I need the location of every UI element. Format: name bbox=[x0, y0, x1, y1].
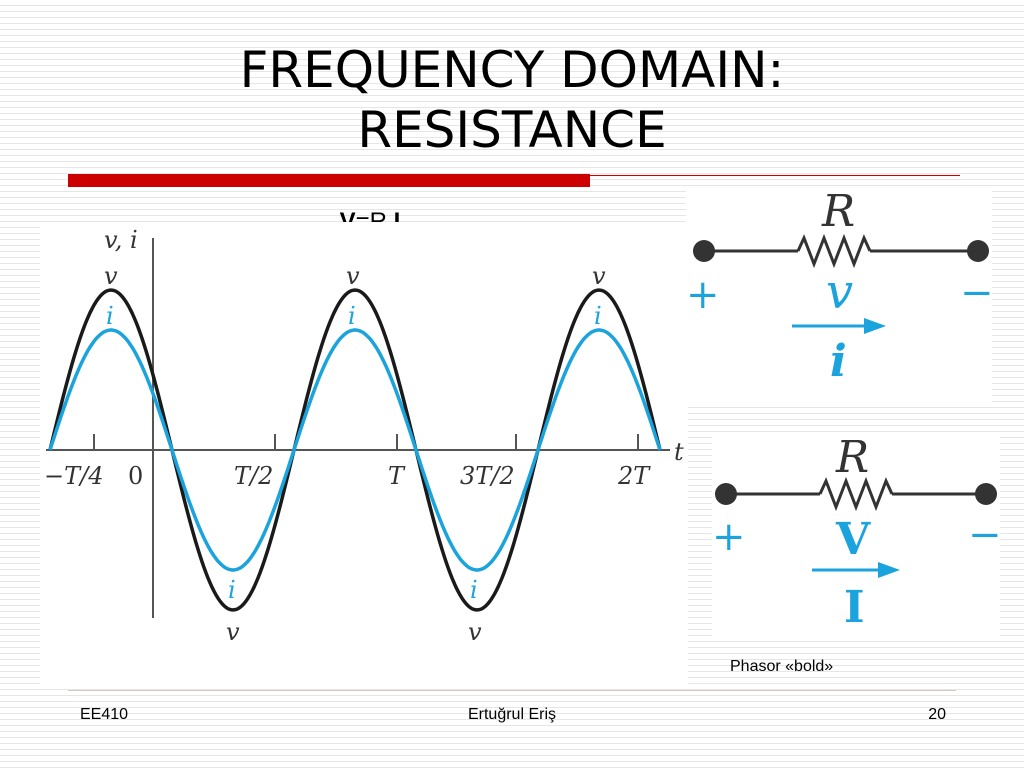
title-line-1: FREQUENCY DOMAIN: bbox=[239, 41, 785, 99]
voltage-curve bbox=[48, 288, 662, 612]
voltage-phasor-label: V bbox=[835, 514, 871, 565]
phasor-caption: Phasor «bold» bbox=[730, 658, 834, 675]
footer-author: Ertuğrul Eriş bbox=[467, 706, 557, 723]
terminal-right bbox=[967, 240, 989, 262]
footer-course: EE410 bbox=[80, 706, 129, 723]
tick-label: −T/4 bbox=[44, 462, 103, 490]
current-label: i bbox=[830, 336, 847, 387]
terminal-left bbox=[693, 240, 715, 262]
curve-label-v: v bbox=[592, 262, 606, 290]
footer-page-number: 20 bbox=[928, 706, 946, 723]
curve-label-v: v bbox=[346, 262, 360, 290]
resistor-circuit-phasor: R + − V I bbox=[712, 432, 1002, 638]
curve-label-v: v bbox=[226, 618, 240, 646]
curve-label-v: v bbox=[104, 262, 118, 290]
circuit-phasor-svg: R + − V I bbox=[712, 432, 1002, 633]
title-rule-thin bbox=[590, 175, 960, 176]
minus-sign: − bbox=[968, 512, 1000, 558]
waveform-plot: v, i t −T/4 0 T/2 T 3T/2 2T v v v v v i … bbox=[40, 222, 688, 688]
curve-label-i: i bbox=[228, 576, 236, 604]
voltage-label: v bbox=[826, 264, 853, 320]
tick-label: 3T/2 bbox=[460, 462, 515, 490]
terminal-left bbox=[715, 483, 737, 505]
resistor-symbol bbox=[818, 476, 894, 512]
tick-label: T bbox=[388, 462, 406, 490]
slide-title: FREQUENCY DOMAIN: RESISTANCE bbox=[112, 40, 912, 160]
tick-label: T/2 bbox=[234, 462, 273, 490]
equation-rhs: I bbox=[394, 208, 401, 235]
current-arrow-head bbox=[878, 562, 900, 578]
minus-sign: − bbox=[960, 270, 992, 316]
resistor-label: R bbox=[835, 436, 869, 483]
footer-divider bbox=[68, 690, 956, 691]
tick-label: 0 bbox=[128, 462, 143, 490]
curve-label-i: i bbox=[348, 302, 356, 330]
plus-sign: + bbox=[686, 272, 720, 318]
plus-sign: + bbox=[712, 514, 746, 560]
curve-label-i: i bbox=[106, 302, 114, 330]
curve-label-i: i bbox=[594, 302, 602, 330]
resistor-label: R bbox=[821, 190, 855, 237]
curve-label-i: i bbox=[470, 576, 478, 604]
resistor-circuit-time: R + − v i bbox=[686, 186, 994, 402]
curve-label-v: v bbox=[468, 618, 482, 646]
terminal-right bbox=[975, 483, 997, 505]
title-rule-red bbox=[68, 174, 590, 187]
waveform-svg: v, i t −T/4 0 T/2 T 3T/2 2T v v v v v i … bbox=[44, 226, 684, 646]
tick-label: 2T bbox=[617, 462, 651, 490]
circuit-time-svg: R + − v i bbox=[686, 186, 994, 387]
current-phasor-label: I bbox=[844, 582, 865, 633]
title-line-2: RESISTANCE bbox=[357, 101, 667, 159]
resistor-symbol bbox=[796, 233, 872, 269]
current-arrow-head bbox=[864, 318, 886, 334]
axis-label-vi: v, i bbox=[104, 226, 138, 254]
current-curve bbox=[48, 328, 662, 572]
axis-label-t: t bbox=[674, 438, 684, 466]
